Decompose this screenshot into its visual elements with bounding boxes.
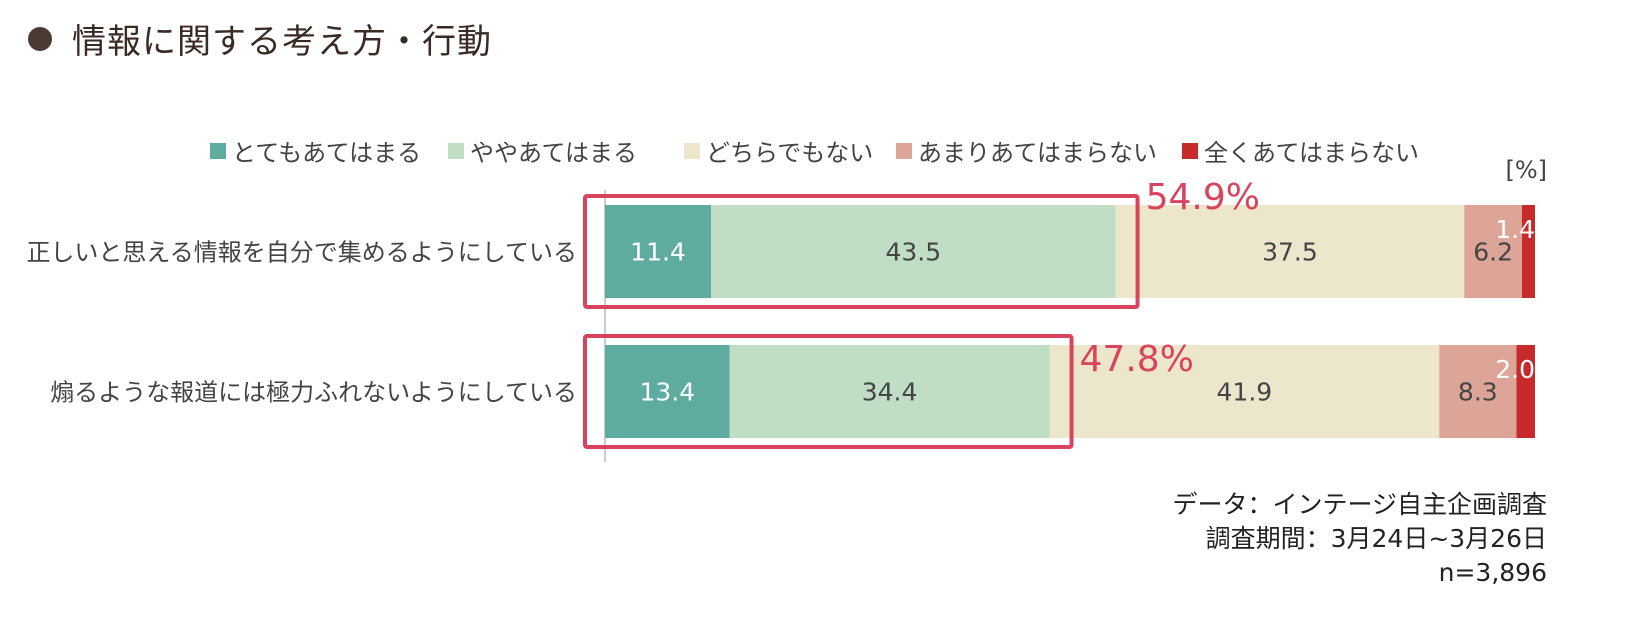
category-label: 煽るような報道には極力ふれないようにしている: [50, 379, 577, 407]
stacked-bar-chart: 正しいと思える情報を自分で集めるようにしている 11.4 43.5 37.5 6.21.…: [26, 177, 1535, 462]
legend-swatch-very-agree: [210, 142, 226, 159]
data-label: 37.5: [1262, 238, 1318, 267]
data-label: 2.0: [1495, 355, 1535, 384]
chart-footer: データ：インテージ自主企画調査 調査期間：3月24日~3月26日 n=3,896: [1172, 488, 1547, 590]
bar-segment: [1115, 205, 1465, 298]
data-label: 8.3: [1458, 378, 1498, 407]
data-label: 34.4: [862, 378, 918, 407]
title-row: 情報に関する考え方・行動: [28, 14, 492, 63]
survey-period: 調査期間：3月24日~3月26日: [1205, 524, 1547, 553]
legend-label: ややあてはまる: [470, 139, 638, 167]
bar-segment: [605, 345, 730, 438]
bar-segment: [729, 345, 1050, 438]
data-label: 11.4: [630, 238, 686, 267]
legend-label: あまりあてはまらない: [918, 139, 1158, 167]
legend-item-neutral: どちらでもない: [684, 133, 873, 168]
legend-item-somewhat-disagree: あまりあてはまらない: [896, 133, 1157, 168]
legend-item-very-agree: とてもあてはまる: [210, 133, 421, 168]
bar-segment: [1439, 345, 1517, 438]
bullet-icon: [28, 26, 52, 51]
data-label: 13.4: [639, 378, 695, 407]
highlight-box: [583, 334, 1074, 449]
bar-segment: [1516, 345, 1535, 438]
legend-label: とてもあてはまる: [232, 139, 422, 167]
highlight-label: 47.8%: [1080, 339, 1194, 380]
data-label: 1.4: [1495, 215, 1535, 244]
legend-label: 全くあてはまらない: [1204, 139, 1420, 167]
legend-item-strongly-disagree: 全くあてはまらない: [1182, 133, 1419, 168]
legend-swatch-somewhat-agree: [448, 142, 464, 159]
bar-segment: [1049, 345, 1440, 438]
category-label: 正しいと思える情報を自分で集めるようにしている: [26, 239, 577, 267]
highlight-label: 54.9%: [1146, 177, 1260, 218]
data-label: 41.9: [1217, 378, 1273, 407]
unit-label: [%]: [1505, 156, 1547, 184]
highlight-box: [583, 194, 1140, 309]
bar-segment: [1521, 205, 1535, 298]
legend-item-somewhat-agree: ややあてはまる: [448, 133, 637, 168]
source-note: データ：インテージ自主企画調査: [1172, 490, 1547, 519]
legend-swatch-somewhat-disagree: [896, 142, 912, 159]
bar-segment: [605, 205, 712, 298]
bar-segment: [1464, 205, 1522, 298]
data-label: 6.2: [1473, 238, 1513, 267]
page-title: 情報に関する考え方・行動: [72, 22, 492, 62]
sample-size: n=3,896: [1438, 558, 1547, 587]
bar-segment: [711, 205, 1116, 298]
data-label: 43.5: [885, 238, 941, 267]
legend-swatch-neutral: [684, 142, 700, 159]
legend-label: どちらでもない: [706, 139, 874, 167]
legend-swatch-strongly-disagree: [1182, 142, 1198, 159]
